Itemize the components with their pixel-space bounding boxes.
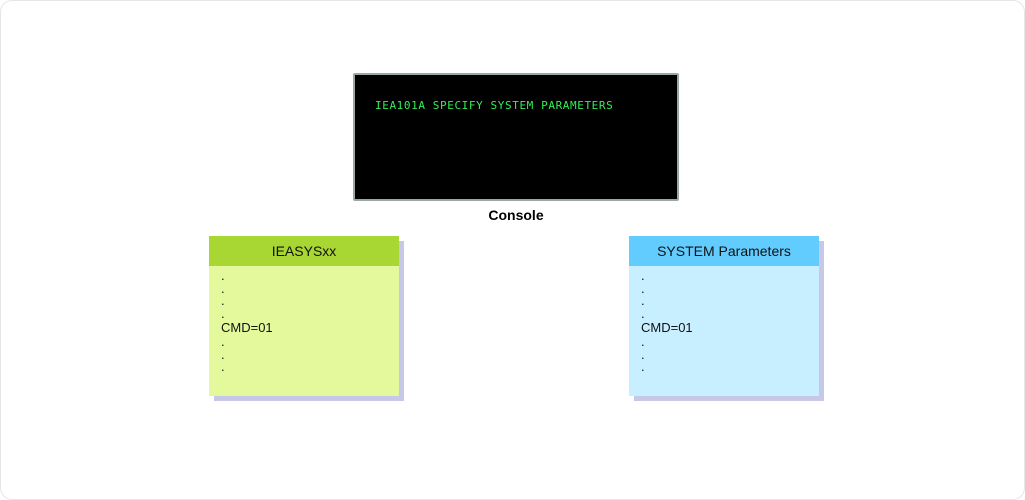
card-line-cmd: CMD=01	[221, 320, 273, 335]
card-lines: . . . . CMD=01 . . .	[209, 266, 399, 374]
card-line: .	[221, 334, 225, 349]
card-line: .	[641, 305, 645, 321]
card-line: .	[221, 268, 225, 283]
card-line: .	[221, 293, 225, 308]
system-parameters-card: SYSTEM Parameters . . . . CMD=01 . . .	[629, 236, 824, 401]
card-line: .	[641, 346, 645, 362]
console-message: IEA101A SPECIFY SYSTEM PARAMETERS	[375, 99, 614, 112]
card-line: .	[641, 280, 645, 296]
card-lines: . . . . CMD=01 . . .	[629, 266, 819, 374]
card-line: .	[221, 280, 225, 296]
card-body: IEASYSxx . . . . CMD=01 . . .	[209, 236, 399, 396]
card-title: SYSTEM Parameters	[629, 236, 819, 266]
ieasysxx-card: IEASYSxx . . . . CMD=01 . . .	[209, 236, 404, 401]
card-line: .	[641, 334, 645, 349]
card-line: .	[221, 359, 225, 374]
card-body: SYSTEM Parameters . . . . CMD=01 . . .	[629, 236, 819, 396]
card-line: .	[641, 293, 645, 308]
console-screen: IEA101A SPECIFY SYSTEM PARAMETERS	[353, 73, 679, 201]
card-line: .	[221, 346, 225, 362]
card-line: .	[641, 268, 645, 283]
card-title: IEASYSxx	[209, 236, 399, 266]
card-line: .	[641, 359, 645, 374]
card-line: .	[221, 305, 225, 321]
card-line-cmd: CMD=01	[641, 320, 693, 335]
console-label: Console	[488, 207, 544, 223]
